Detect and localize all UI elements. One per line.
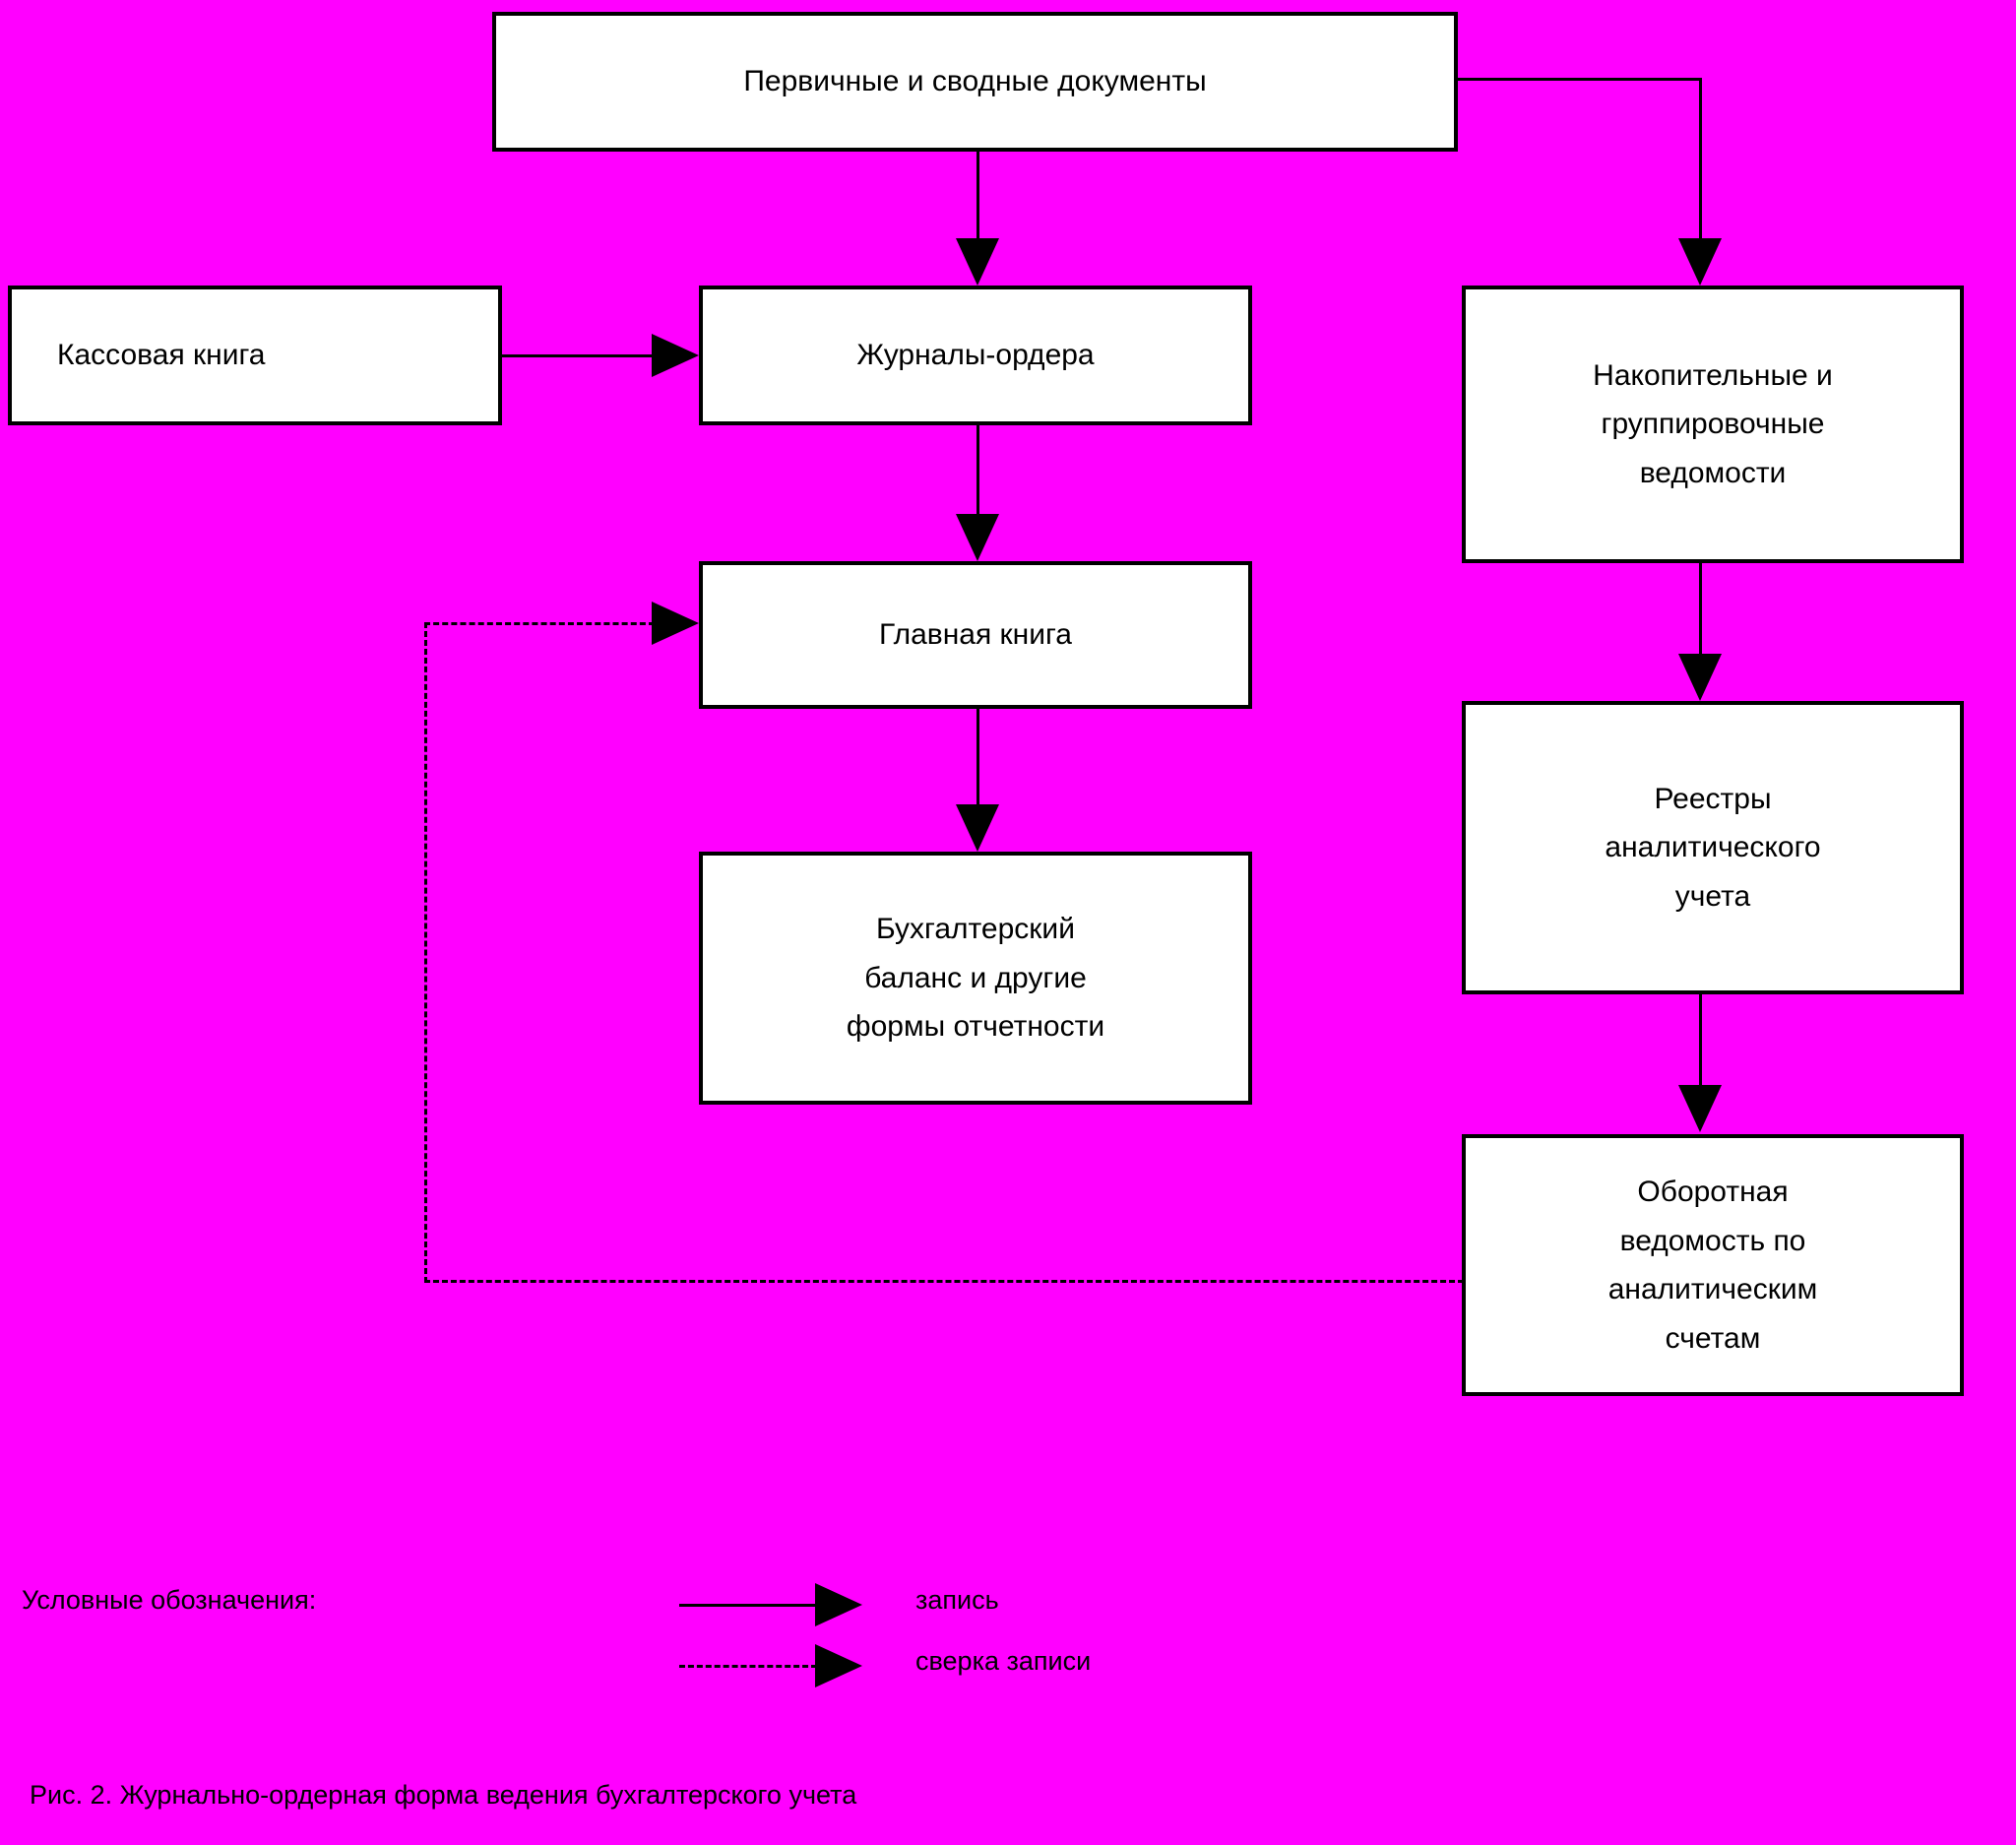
legend-dashed-arrow-head	[815, 1644, 862, 1687]
edge-journalorders-to-generalledger-line	[976, 425, 979, 516]
edge-generalledger-to-balancesheet-arrowhead	[956, 804, 999, 852]
node-turnover-sheet-label: Оборотная ведомость по аналитическим сче…	[1607, 1176, 1818, 1355]
edge-analytic-to-turnover-arrowhead	[1678, 1085, 1722, 1132]
node-balance-sheet-label: Бухгалтерский баланс и другие формы отче…	[846, 913, 1105, 1044]
node-general-ledger: Главная книга	[699, 561, 1252, 709]
edge-cashbook-to-journalorders-arrowhead	[652, 334, 699, 377]
edge-primary-to-accumulative-vline	[1699, 78, 1702, 238]
edge-generalledger-to-balancesheet-line	[976, 709, 979, 806]
legend-item-zapis-label: запись	[915, 1585, 999, 1615]
node-general-ledger-label: Главная книга	[879, 618, 1072, 652]
edge-turnover-to-generalledger-arrowhead	[652, 602, 699, 645]
edge-cashbook-to-journalorders-line	[502, 354, 655, 357]
edge-turnover-to-generalledger-bottom-dash	[424, 1280, 1464, 1283]
node-primary-documents-label: Первичные и сводные документы	[743, 65, 1207, 98]
node-accumulative-sheets: Накопительные и группировочные ведомости	[1462, 286, 1964, 563]
legend-item-sverka-label: сверка записи	[915, 1646, 1092, 1676]
node-cash-book-label: Кассовая книга	[57, 339, 266, 372]
edge-turnover-to-generalledger-vertical-dash	[424, 622, 427, 1283]
legend-solid-arrow-line	[679, 1604, 817, 1607]
edge-accumulative-to-analytic-line	[1699, 563, 1702, 656]
edge-primary-to-journalorders-line	[976, 150, 979, 240]
edge-turnover-to-generalledger-top-dash	[424, 622, 655, 625]
edge-journalorders-to-generalledger-arrowhead	[956, 514, 999, 561]
node-balance-sheet: Бухгалтерский баланс и другие формы отче…	[699, 852, 1252, 1105]
edge-primary-to-accumulative-hline	[1458, 78, 1702, 81]
edge-primary-to-journalorders-arrowhead	[956, 238, 999, 286]
figure-caption: Рис. 2. Журнально-ордерная форма ведения…	[30, 1780, 857, 1810]
edge-accumulative-to-analytic-arrowhead	[1678, 654, 1722, 701]
legend-solid-arrow-head	[815, 1583, 862, 1626]
node-analytic-registers-label: Реестры аналитического учета	[1605, 782, 1821, 913]
legend-dashed-arrow-line	[679, 1665, 817, 1668]
node-journal-orders-label: Журналы-ордера	[856, 339, 1095, 372]
node-accumulative-sheets-label: Накопительные и группировочные ведомости	[1593, 358, 1833, 489]
node-analytic-registers: Реестры аналитического учета	[1462, 701, 1964, 994]
node-turnover-sheet: Оборотная ведомость по аналитическим сче…	[1462, 1134, 1964, 1396]
node-cash-book: Кассовая книга	[8, 286, 502, 425]
legend-title: Условные обозначения:	[22, 1585, 317, 1615]
edge-analytic-to-turnover-line	[1699, 994, 1702, 1087]
node-primary-documents: Первичные и сводные документы	[492, 12, 1458, 152]
node-journal-orders: Журналы-ордера	[699, 286, 1252, 425]
edge-primary-to-accumulative-arrowhead	[1678, 238, 1722, 286]
